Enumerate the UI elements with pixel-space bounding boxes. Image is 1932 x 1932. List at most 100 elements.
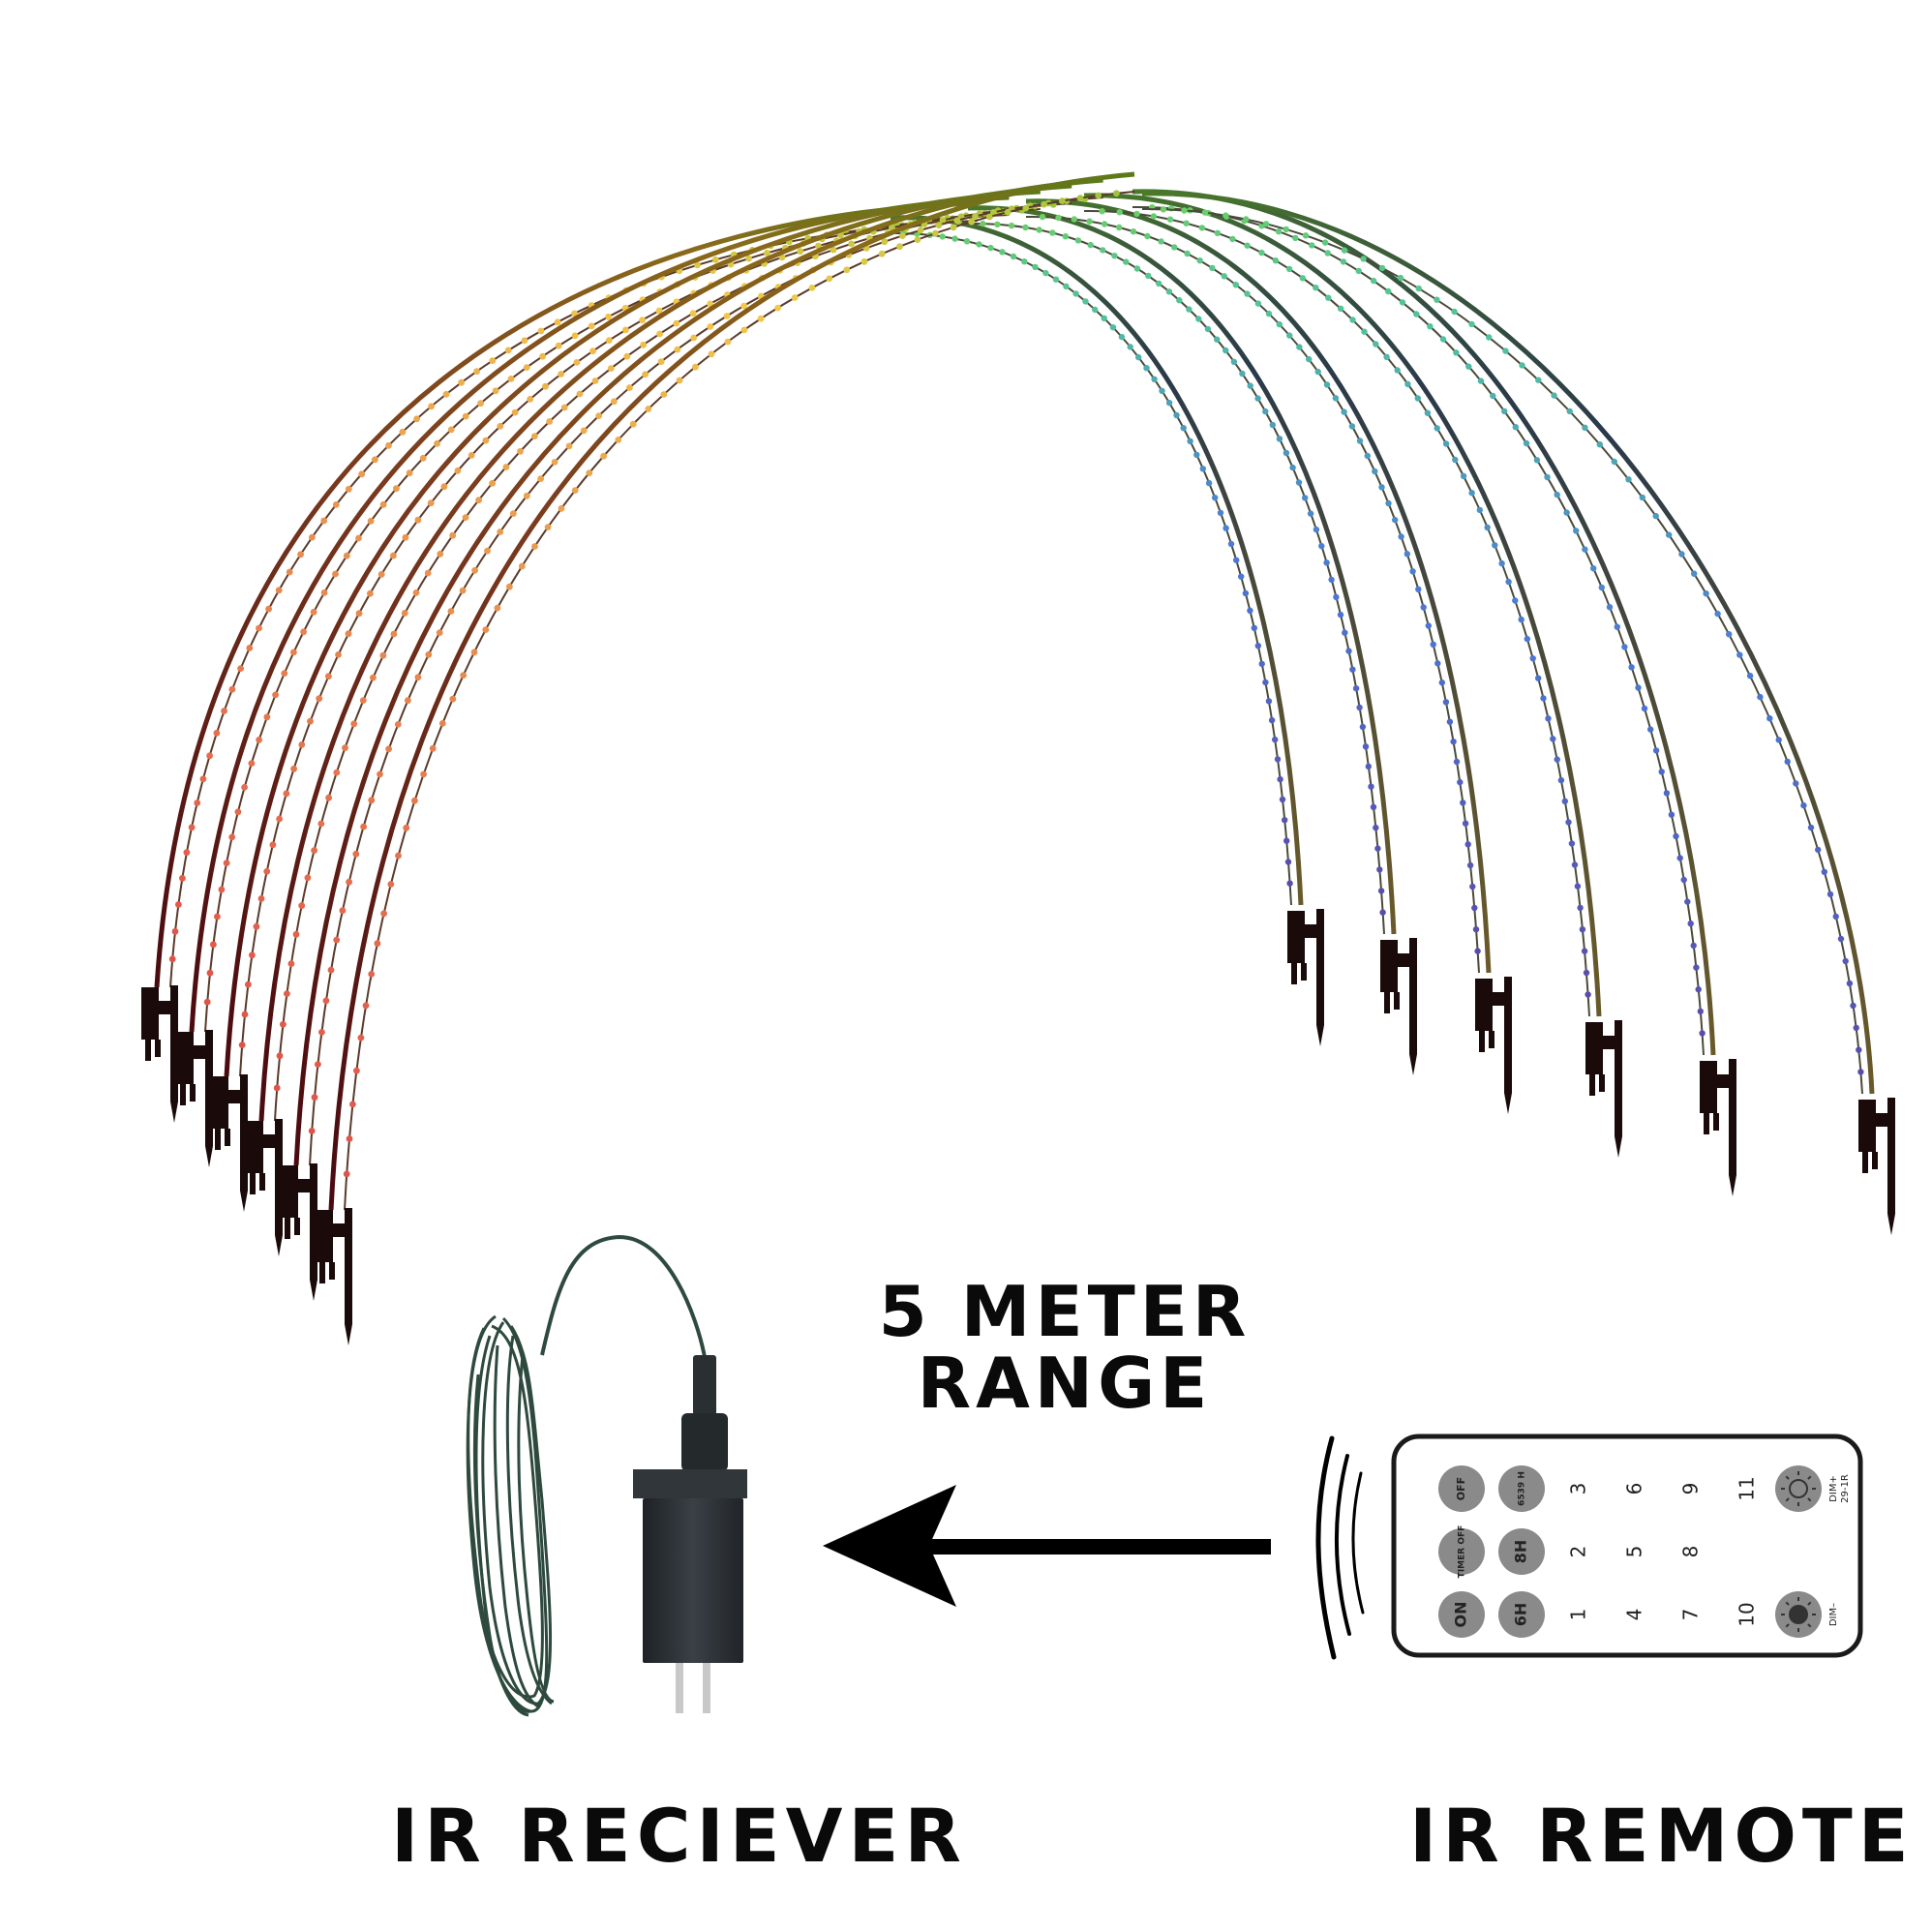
led-bulb [1092, 306, 1099, 314]
led-bulb [1394, 367, 1401, 374]
remote-button-8[interactable]: 8 [1679, 1546, 1703, 1558]
remote-button-dim-up[interactable] [1775, 1465, 1822, 1512]
led-bulb [428, 403, 435, 410]
led-bulb [1826, 891, 1834, 898]
ground-stake [1858, 1098, 1895, 1235]
led-bulb [370, 674, 377, 681]
led-bulb [273, 1084, 281, 1092]
led-bulb [1352, 685, 1360, 692]
led-bulb [580, 427, 588, 435]
led-bulb [1254, 300, 1262, 307]
led-bulb [1652, 512, 1659, 520]
led-bulb [1032, 263, 1039, 271]
led-bulb [1425, 622, 1433, 629]
remote-button-11[interactable]: 11 [1736, 1476, 1759, 1500]
led-bulb [673, 319, 680, 327]
led-bulb [1545, 715, 1552, 722]
remote-button-timer-off[interactable]: TIMER OFF [1438, 1525, 1485, 1579]
led-bulb [1571, 861, 1579, 868]
led-bulb [315, 1061, 321, 1068]
remote-button-off[interactable]: OFF [1438, 1465, 1485, 1512]
remote-button-6h[interactable]: 6H [1498, 1591, 1545, 1638]
svg-text:8H: 8H [1512, 1540, 1530, 1564]
remote-button-dim-down[interactable] [1775, 1591, 1822, 1638]
led-bulb [1573, 528, 1580, 534]
led-bulb [1349, 666, 1356, 673]
led-bulb [206, 752, 214, 760]
led-bulb [1362, 743, 1370, 750]
led-bulb [622, 326, 629, 334]
led-bulb [406, 469, 413, 477]
led-bulb [1109, 324, 1117, 331]
led-bulb [234, 808, 242, 816]
led-bulb [297, 551, 304, 558]
led-bulb [1355, 267, 1362, 275]
led-bulb [1193, 451, 1200, 459]
led-bulb [390, 630, 398, 638]
arrow-shaft [929, 1539, 1271, 1555]
led-bulb [454, 467, 462, 474]
led-bulb [1370, 277, 1377, 285]
led-bulb [615, 437, 622, 443]
remote-button-7[interactable]: 7 [1679, 1609, 1703, 1621]
led-bulb [707, 323, 714, 330]
led-bulb [531, 433, 538, 439]
led-bulb [764, 250, 770, 257]
remote-button-3[interactable]: 3 [1567, 1483, 1590, 1495]
led-bulb [468, 452, 475, 459]
led-bulb [504, 347, 512, 354]
led-bulb [1486, 334, 1493, 341]
led-bulb [826, 275, 833, 283]
led-bulb [1505, 578, 1512, 586]
remote-button-10[interactable]: 10 [1736, 1602, 1759, 1626]
led-bulb [935, 222, 943, 229]
led-bulb [403, 824, 410, 831]
led-bulb [333, 936, 341, 944]
led-bulb [1342, 629, 1348, 636]
led-bulb [1242, 589, 1250, 597]
led-bulb [275, 587, 283, 594]
led-bulb [228, 685, 236, 693]
remote-button-5[interactable]: 5 [1623, 1546, 1646, 1558]
led-bulb [558, 371, 564, 377]
led-bulb [1214, 229, 1222, 236]
led-bulb [402, 533, 409, 541]
remote-button-1[interactable]: 1 [1567, 1609, 1590, 1621]
led-bulb [1434, 660, 1441, 667]
led-bulb [1565, 819, 1572, 826]
led-bulb [1404, 380, 1411, 387]
led-bulb [586, 469, 593, 476]
remote-button-2[interactable]: 2 [1567, 1546, 1590, 1558]
led-bulb [325, 673, 332, 680]
led-bulb [1464, 841, 1471, 848]
led-bulb [458, 378, 465, 386]
led-bulb [1171, 244, 1178, 251]
led-bulb [1076, 195, 1084, 202]
led-bulb [482, 626, 490, 633]
led-bulb [1466, 861, 1474, 869]
remote-button-on[interactable]: ON [1438, 1591, 1485, 1638]
remote-button-speed[interactable]: 6539 H [1498, 1465, 1545, 1512]
led-bulb [1247, 382, 1253, 389]
led-bulb [605, 313, 612, 320]
led-bulb [322, 997, 330, 1005]
led-bulb [740, 326, 748, 334]
led-bulb [1130, 228, 1137, 235]
led-bulb [1502, 347, 1509, 354]
receiver-label: IR RECIEVER [391, 1793, 967, 1879]
led-bulb [1673, 832, 1679, 840]
led-bulb [168, 955, 176, 963]
led-bulb [462, 514, 469, 521]
led-bulb [1276, 320, 1283, 328]
remote-button-6[interactable]: 6 [1623, 1483, 1646, 1495]
led-bulb [1611, 458, 1618, 466]
led-bulb [1322, 239, 1329, 246]
led-bulb [460, 672, 468, 679]
remote-button-8h[interactable]: 8H [1498, 1528, 1545, 1575]
ground-stake [1380, 938, 1417, 1075]
led-bulb [1846, 980, 1854, 987]
remote-button-9[interactable]: 9 [1679, 1483, 1703, 1495]
led-bulb [1313, 285, 1319, 291]
remote-button-4[interactable]: 4 [1623, 1609, 1646, 1621]
led-bulb [1159, 387, 1165, 394]
